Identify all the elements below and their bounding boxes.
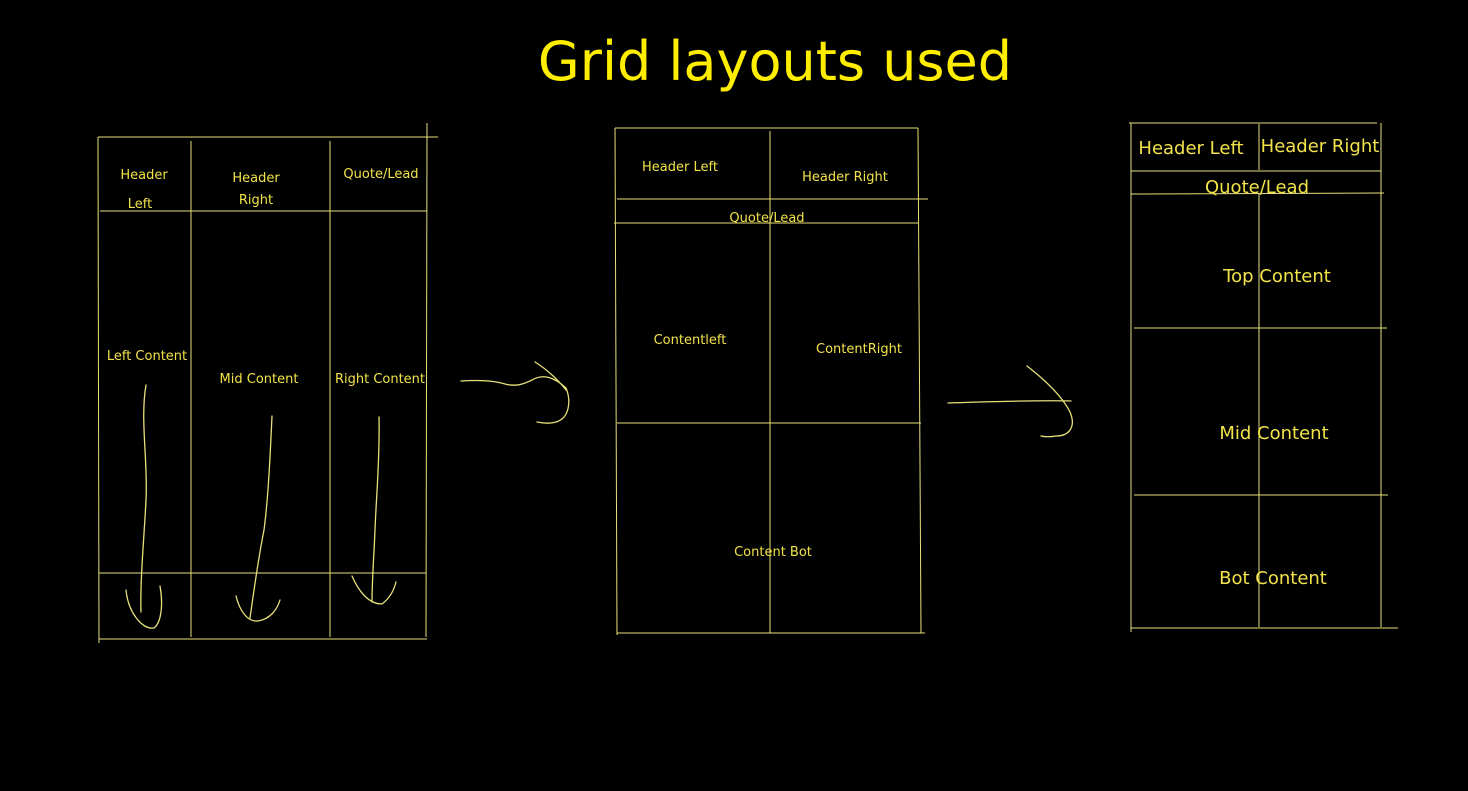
layout-1-mid-content-label: Mid Content [220,372,299,387]
layout-1-left-arrow-shaft [140,384,147,613]
layout-1-header-right-label-2: Right [239,193,273,208]
layout-3-bot-content-label: Bot Content [1219,568,1327,589]
layout-1-header-left-label-1: Header [120,168,168,183]
layout-2-header-left-label: Header Left [642,160,718,175]
layout-3-quote-line [1130,192,1385,195]
layout-2-content-left-label: Contentleft [654,333,727,348]
layout-1-mid-arrow-shaft [249,415,273,619]
layout-2-left-border [614,127,618,636]
layout-1-header-left-label-2: Left [128,197,152,212]
layout-2-grid: Header Left Header Right Quote/Lead Cont… [614,127,928,636]
layout-1-right-arrow-head [351,575,397,605]
layout-3-header-right-label: Header Right [1261,136,1380,157]
layout-1-quote-lead-label: Quote/Lead [343,167,418,182]
layout-1-left-content-label: Left Content [107,349,187,364]
transition-arrow-2 [947,365,1073,438]
layout-1-right-arrow-shaft [371,416,380,603]
layout-2-right-border [917,127,922,634]
layout-3-top-content-label: Top Content [1222,266,1331,287]
layout-1-left-arrow-head [125,585,163,629]
layout-1-grid: Header Left Header Right Quote/Lead Left… [97,123,438,644]
layout-1-right-border [425,136,428,638]
layout-3-grid: Header Left Header Right Quote/Lead Top … [1129,122,1398,632]
layout-3-header-left-label: Header Left [1138,138,1243,159]
layout-1-header-right-label-1: Header [232,171,280,186]
layout-3-mid-content-label: Mid Content [1219,423,1328,444]
layout-3-quote-lead-label: Quote/Lead [1205,177,1309,198]
layout-2-header-right-label: Header Right [802,170,888,185]
layout-1-mid-arrow-head [235,595,281,622]
layout-2-quote-lead-label: Quote/Lead [729,211,804,226]
layout-1-left-border [97,136,100,644]
layout-1-right-content-label: Right Content [335,372,425,387]
layout-2-content-right-label: ContentRight [816,342,902,357]
transition-arrow-1 [460,361,570,424]
layout-2-content-bot-label: Content Bot [734,545,812,560]
page-title: Grid layouts used [538,30,1012,93]
